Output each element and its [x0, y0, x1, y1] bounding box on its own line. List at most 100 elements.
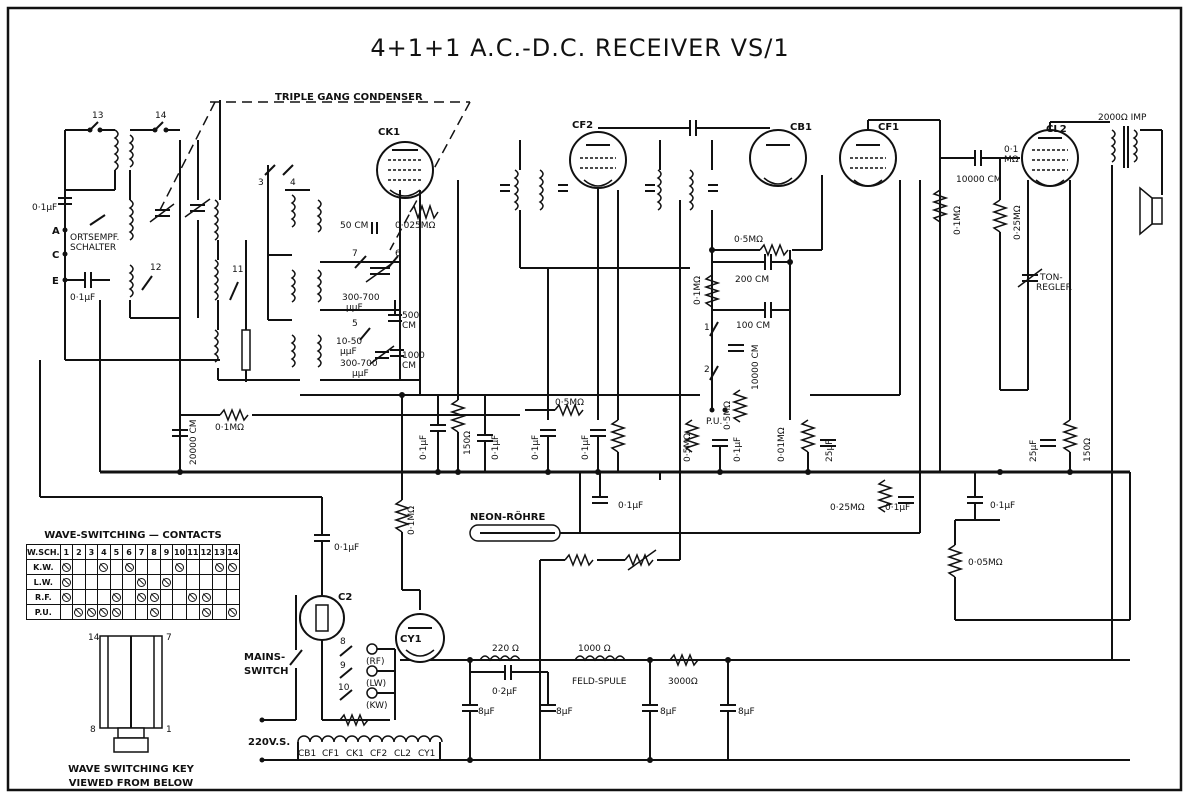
filament-ck1: CK1 [346, 749, 364, 759]
uuf-label-c: µµF [352, 369, 369, 379]
rf-coil-group: 11 [213, 100, 300, 382]
key-8-label: 8 [90, 725, 96, 735]
wave-table-cell [72, 589, 86, 605]
cap-0-1uf-label-neon: 0·1µF [618, 501, 643, 511]
c-8uf-label-b: 8µF [556, 707, 573, 717]
wave-table-cell [159, 589, 174, 605]
cy1-label: CY1 [400, 634, 422, 645]
contact-mark-icon [137, 592, 147, 602]
wave-table-cell [147, 589, 161, 605]
uuf-label-b: µµF [340, 347, 357, 357]
cap-0-1uf-label-ck1b: 0·1µF [491, 435, 501, 460]
wave-table-row: P.U. [26, 604, 241, 620]
wave-table-cell [147, 559, 161, 575]
cap-0-1uf-label-e: 0·1µF [70, 293, 95, 303]
wave-table-col-13: 13 [212, 544, 227, 560]
r-0025-label: 0·025MΩ [395, 221, 436, 231]
wave-table-cell [59, 604, 74, 620]
cap-0-1uf-label-out: 0·1µF [990, 501, 1015, 511]
wave-table-cell [159, 574, 174, 590]
kw-lamp-label: (KW) [366, 701, 388, 711]
wave-table-cell [109, 574, 124, 590]
mains-switch-label-2: SWITCH [244, 666, 288, 677]
wave-table-cell [198, 559, 214, 575]
cb1-label: CB1 [790, 122, 812, 133]
wave-table-cell [172, 574, 187, 590]
c-8uf-label-c: 8µF [660, 707, 677, 717]
contact-mark-icon [111, 607, 121, 617]
contact-mark-icon [228, 607, 238, 617]
terminal-a-label: A [52, 226, 60, 237]
feld-spule-label: FELD-SPULE [572, 677, 627, 687]
switch-5-number: 5 [352, 319, 358, 329]
switch-10-number: 10 [338, 683, 350, 693]
r-0-5mohm-label-if: 0·5MΩ [555, 398, 584, 408]
wave-table-col-4: 4 [97, 544, 111, 560]
wave-table-cell [84, 559, 99, 575]
c-50cm-label: 50 CM [340, 221, 368, 231]
cap-0-1uf-label-a: 0·1µF [32, 203, 57, 213]
r-0-5mohm-label-pu: 0·5MΩ [683, 433, 693, 462]
r-0-01-label-ps: 0·1MΩ [407, 506, 417, 535]
wave-table-cell [185, 559, 200, 575]
contact-mark-icon [124, 562, 134, 572]
feedback-network: 0·25MΩ 0·1µF 0·1µF 0·05MΩ [830, 472, 1131, 621]
wave-table-cell [185, 604, 200, 620]
wave-table-cell [198, 589, 214, 605]
wave-table-cell [122, 559, 136, 575]
key-caption-1: WAVE SWITCHING KEY [68, 764, 195, 775]
wave-table-cell [134, 574, 149, 590]
c-1000-cm-label: CM [402, 361, 416, 371]
r-150-label-ck1: 150Ω [463, 431, 473, 455]
c-500-label: 500 [402, 311, 419, 321]
wave-table-col-7: 7 [134, 544, 149, 560]
switch-2-number: 2 [704, 365, 710, 375]
c-25uf-label-out: 25µF [1029, 440, 1039, 462]
r-0-5mohm-label-det: 0·5MΩ [734, 235, 763, 245]
wave-table-body: K.W.L.W.R.F.P.U. [26, 559, 241, 620]
wave-table-cell [84, 589, 99, 605]
wave-table-cell [159, 604, 174, 620]
wave-table-cell [172, 604, 187, 620]
wave-switching-key: 14 7 8 1 WAVE SWITCHING KEY VIEWED FROM … [68, 633, 195, 789]
r-0-1mohm-label-det: 0·1MΩ [693, 276, 703, 305]
cap-0-1uf-label-mains: 0·1µF [334, 543, 359, 553]
wave-table-cell [72, 604, 86, 620]
wave-table-cell [185, 574, 200, 590]
contact-mark-icon [99, 607, 109, 617]
cap-0-1uf-label-cf2: 0·1µF [531, 435, 541, 460]
cap-0-1uf-label-ck1: 0·1µF [419, 435, 429, 460]
wave-table-cell [185, 589, 200, 605]
contact-mark-icon [74, 607, 84, 617]
filament-cf1: CF1 [322, 749, 339, 759]
wave-table-cell [225, 589, 241, 605]
switch-9-number: 9 [340, 661, 346, 671]
contact-mark-icon [228, 562, 238, 572]
if-stage: CF2 0·1µF 0·5MΩ 0·1µF [500, 120, 690, 472]
cl2-label: CL2 [1046, 124, 1067, 135]
c-8uf-label-d: 8µF [738, 707, 755, 717]
wave-table-cell [134, 604, 149, 620]
tonregler-label-1: TON- [1039, 273, 1063, 283]
wave-table-cell [225, 574, 241, 590]
switch-13-number: 13 [92, 111, 103, 121]
neon-indicator: NEON-RÖHRE 0·1µF [469, 180, 921, 760]
r-0-25-label-a: 0·25MΩ [1013, 205, 1023, 240]
contact-mark-icon [99, 562, 109, 572]
wave-table-col-6: 6 [122, 544, 136, 560]
schalter-label: SCHALTER [70, 243, 116, 253]
contact-mark-icon [214, 562, 224, 572]
power-supply: 0·1µF 0·1MΩ C2 CY1 MAINS- SWITCH 220V.S.… [39, 360, 755, 763]
switch-8-number: 8 [340, 637, 346, 647]
wave-table-cell [212, 574, 227, 590]
wave-table-cell [97, 574, 111, 590]
r-0-5mohm-label-vol: 0·5MΩ [723, 401, 733, 430]
output-stage: CL2 0·1 MΩ 0·25MΩ TON- REGLER 150Ω 25µF … [991, 113, 1163, 660]
wave-table-corner: W.SCH. [26, 544, 61, 560]
wave-table-row-label: R.F. [26, 589, 61, 605]
r-0-1mohm-label-af: 0·1MΩ [953, 206, 963, 235]
wave-table-row-label: P.U. [26, 604, 61, 620]
